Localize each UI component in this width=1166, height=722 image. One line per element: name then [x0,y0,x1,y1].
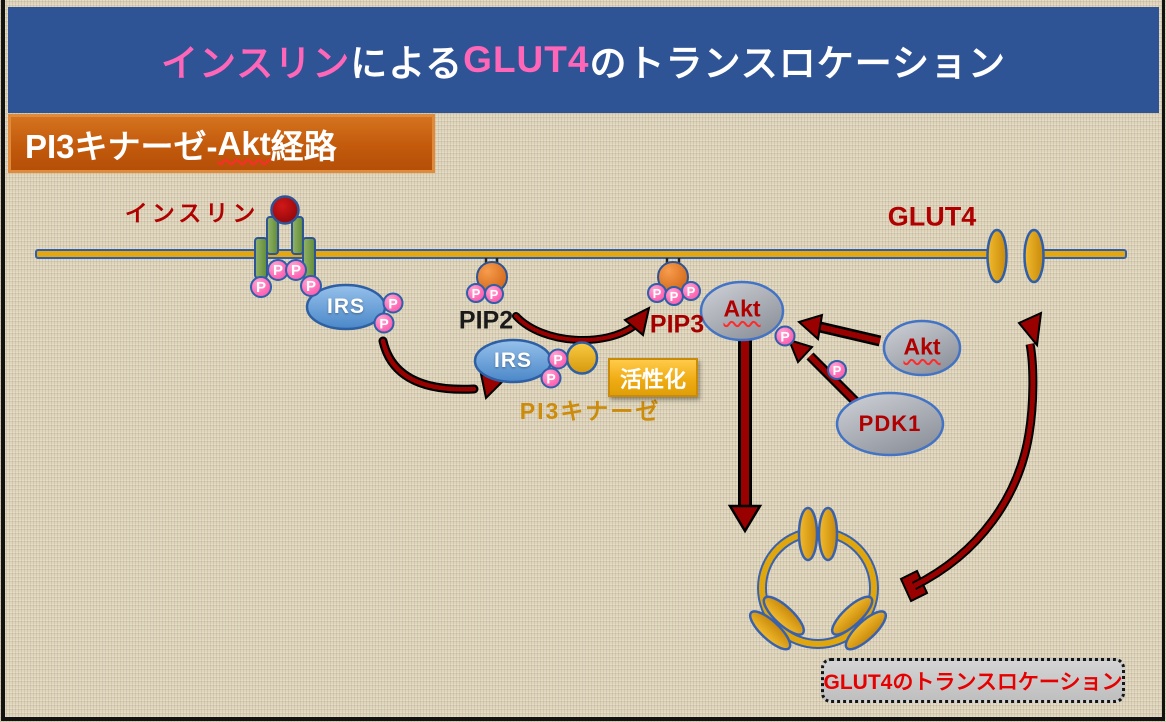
translocation-badge: GLUT4のトランスロケーション [821,658,1125,703]
arrow-akt-down [727,337,763,534]
receptor-alpha-subunit-left [266,216,279,255]
glut4-vesicle [748,506,888,651]
phosphate-badge: P [774,325,796,347]
phosphate-badge: P [540,367,562,389]
vesicle-glut4-pair-bottom-left [748,595,806,651]
receptor-alpha-subunit-right [291,216,304,255]
phosphate-badge: P [300,275,322,297]
pip2-label: PIP2 [458,306,514,335]
phosphate-badge: P [285,259,307,281]
glut4-transporter-right [1023,228,1045,284]
glut4-label: GLUT4 [887,201,977,232]
irs2-label: IRS [493,349,533,372]
vesicle-glut4-pair-bottom-right [830,595,888,651]
arrow-vesicle-to-membrane [899,311,1043,603]
pi3-kinase-label: PI3キナーゼ [519,398,661,424]
title-segment-by: による [350,43,464,84]
pathway-label-before: PI3キナーゼ- [25,127,218,165]
pdk1-ellipse [835,391,945,457]
phosphate-badge: P [484,284,504,304]
akt-membrane-ellipse [699,280,785,342]
phosphate-badge: P [547,348,569,370]
phosphate-badge: P [373,312,395,334]
phosphate-badge: P [382,292,404,314]
akt-membrane-label: Akt [723,295,761,322]
title-segment-insulin: インスリン [161,43,351,84]
insulin-label: インスリン [124,200,260,226]
pip2-lipid [476,258,508,293]
title-segment-translocation: のトランスロケーション [589,43,1006,84]
arrow-akt-recruitment [797,313,882,347]
arrow-pip2-to-pip3 [512,306,651,344]
akt-cytosol-ellipse [882,319,962,377]
akt-cytosol-label: Akt [903,333,941,360]
pdk1-label: PDK1 [858,411,922,436]
membrane-right-segment [1041,249,1127,259]
membrane-left-segment [35,249,990,259]
pathway-label-akt: Akt [217,124,271,162]
activation-badge: 活性化 [608,358,698,397]
phosphate-badge: P [681,281,701,301]
phosphate-badge: P [250,276,272,298]
irs1-label: IRS [326,295,366,318]
title-segment-glut4: GLUT4 [463,39,590,80]
insulin-ligand [270,195,300,225]
phosphate-badge: P [466,283,486,303]
pi3-kinase-ellipse [565,341,599,375]
pathway-label-after: 経路 [270,127,337,165]
vesicle-glut4-pair-top [797,506,839,562]
pip3-label: PIP3 [649,310,705,339]
phosphate-badge: P [827,360,847,380]
glut4-transporter-left [986,228,1008,284]
receptor-beta-subunit-left [254,237,268,279]
